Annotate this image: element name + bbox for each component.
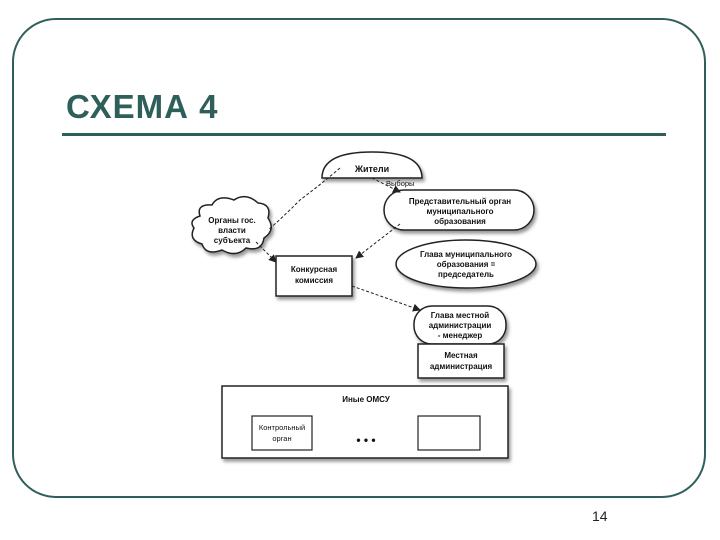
diagram-arrows bbox=[255, 167, 421, 312]
ellipsis-mark: • • • bbox=[356, 433, 375, 447]
head-of-administration-line-2: администрации bbox=[429, 321, 492, 330]
arrow-residents-side bbox=[267, 167, 341, 231]
head-of-municipality-line-1: Глава муниципального bbox=[420, 250, 512, 259]
control-body-box bbox=[251, 415, 313, 451]
head-of-municipality-line-3: председатель bbox=[438, 270, 494, 279]
elections-label: Выборы bbox=[386, 179, 414, 188]
representative-body-node: Представительный орган муниципального об… bbox=[383, 189, 535, 231]
other-bodies-container: Иные ОМСУ Контрольный орган • • • bbox=[221, 385, 509, 459]
head-of-municipality-node: Глава муниципального образования = предс… bbox=[395, 239, 537, 289]
control-body-line-2: орган bbox=[272, 434, 291, 443]
control-body-line-1: Контрольный bbox=[259, 423, 305, 432]
head-of-municipality-line-2: образования = bbox=[437, 260, 496, 269]
other-bodies-label: Иные ОМСУ bbox=[342, 395, 391, 404]
head-of-administration-node: Глава местной администрации - менеджер bbox=[413, 305, 507, 345]
state-bodies-line-2: власти bbox=[218, 226, 246, 235]
local-administration-node: Местная администрация bbox=[417, 343, 505, 379]
residents-label: Жители bbox=[354, 164, 389, 174]
arrow-representative-to-commission bbox=[355, 223, 401, 259]
competition-commission-line-2: комиссия bbox=[295, 276, 333, 285]
local-administration-line-1: Местная bbox=[444, 351, 478, 360]
title-underline bbox=[62, 133, 666, 136]
arrow-commission-to-head-admin bbox=[351, 285, 421, 312]
representative-body-line-3: образования bbox=[434, 217, 486, 226]
head-of-administration-line-3: - менеджер bbox=[438, 331, 483, 340]
state-bodies-line-1: Органы гос. bbox=[208, 216, 255, 225]
state-bodies-line-3: субъекта bbox=[214, 236, 251, 245]
competition-commission-node: Конкурсная комиссия bbox=[275, 255, 353, 297]
representative-body-line-1: Представительный орган bbox=[409, 197, 511, 206]
local-administration-line-2: администрация bbox=[430, 362, 493, 371]
head-of-administration-line-1: Глава местной bbox=[431, 311, 490, 320]
state-bodies-cloud: Органы гос. власти субъекта bbox=[191, 195, 272, 255]
slide-frame bbox=[12, 18, 706, 498]
empty-body-box bbox=[417, 415, 481, 451]
residents-node: Жители bbox=[321, 151, 423, 179]
competition-commission-line-1: Конкурсная bbox=[291, 265, 338, 274]
arrow-residents-to-representative bbox=[371, 177, 401, 193]
page-number: 14 bbox=[592, 508, 608, 524]
slide-title: СХЕМА 4 bbox=[66, 88, 219, 125]
representative-body-line-2: муниципального bbox=[427, 207, 494, 216]
